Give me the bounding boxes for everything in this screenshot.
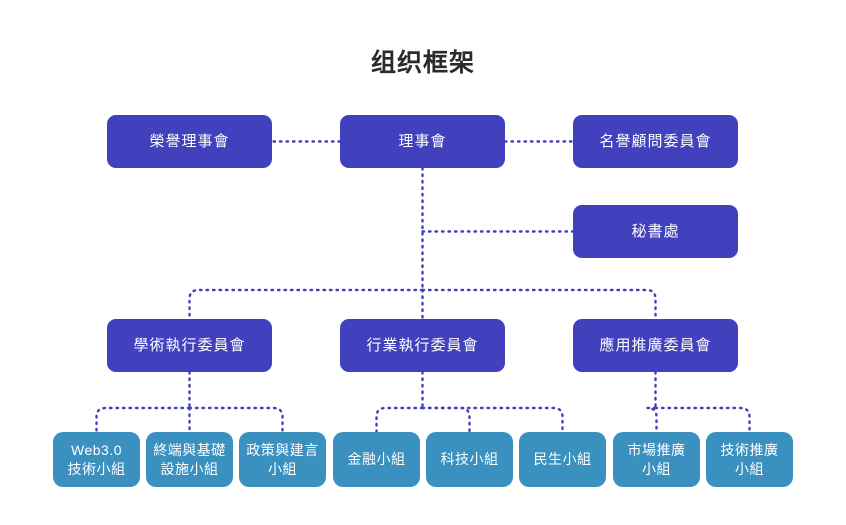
page-title: 组织框架: [370, 49, 475, 77]
link-industry_committee-leaf_finance: [375, 406, 424, 434]
node-secretariat[interactable]: 秘書處: [573, 205, 738, 258]
node-finance-group-label: 金融小組: [347, 451, 406, 467]
node-terminal-infrastructure-group-label: 終端與基礎 設施小組: [153, 441, 226, 477]
node-web3-group-label: Web3.0 技術小組: [67, 441, 126, 477]
node-academic-committee-label: 學術執行委員會: [133, 336, 246, 354]
node-honorary-board-label: 榮譽理事會: [149, 132, 230, 150]
node-web3-group[interactable]: Web3.0 技術小組: [53, 432, 140, 487]
link-academic_committee-leaf_web3: [95, 406, 191, 434]
node-industry-committee-label: 行業執行委員會: [366, 336, 479, 354]
node-honorary-advisory-committee[interactable]: 名譽顧問委員會: [573, 115, 738, 168]
node-application-committee-label: 應用推廣委員會: [599, 336, 712, 354]
link-board-application: [421, 288, 657, 321]
node-academic-committee[interactable]: 學術執行委員會: [107, 319, 272, 372]
node-technology-promotion-group-label: 技術推廣 小組: [720, 441, 779, 477]
node-honorary-advisory-committee-label: 名譽顧問委員會: [599, 132, 712, 150]
node-board[interactable]: 理事會: [340, 115, 505, 168]
node-technology-group[interactable]: 科技小組: [426, 432, 513, 487]
node-industry-committee[interactable]: 行業執行委員會: [340, 319, 505, 372]
node-policy-advice-group-label: 政策與建言 小組: [246, 441, 319, 477]
node-market-promotion-group[interactable]: 市場推廣 小組: [613, 432, 700, 487]
link-academic_committee-leaf_policy: [188, 406, 284, 434]
node-application-committee[interactable]: 應用推廣委員會: [573, 319, 738, 372]
node-finance-group[interactable]: 金融小組: [333, 432, 420, 487]
link-application_committee-leaf_techpromo: [654, 406, 751, 434]
link-industry_committee-leaf_livelihood: [421, 406, 564, 434]
node-honorary-board[interactable]: 榮譽理事會: [107, 115, 272, 168]
node-secretariat-label: 秘書處: [631, 222, 680, 240]
node-terminal-infrastructure-group[interactable]: 終端與基礎 設施小組: [146, 432, 233, 487]
node-livelihood-group[interactable]: 民生小組: [519, 432, 606, 487]
node-market-promotion-group-label: 市場推廣 小組: [627, 441, 686, 477]
link-industry_committee-leaf_tech: [421, 406, 471, 434]
node-policy-advice-group[interactable]: 政策與建言 小組: [239, 432, 326, 487]
node-technology-group-label: 科技小組: [440, 451, 499, 467]
node-board-label: 理事會: [398, 132, 447, 150]
link-application_committee-leaf_market: [647, 406, 658, 434]
link-board-academic: [188, 288, 424, 321]
node-livelihood-group-label: 民生小組: [533, 451, 592, 467]
node-technology-promotion-group[interactable]: 技術推廣 小組: [706, 432, 793, 487]
